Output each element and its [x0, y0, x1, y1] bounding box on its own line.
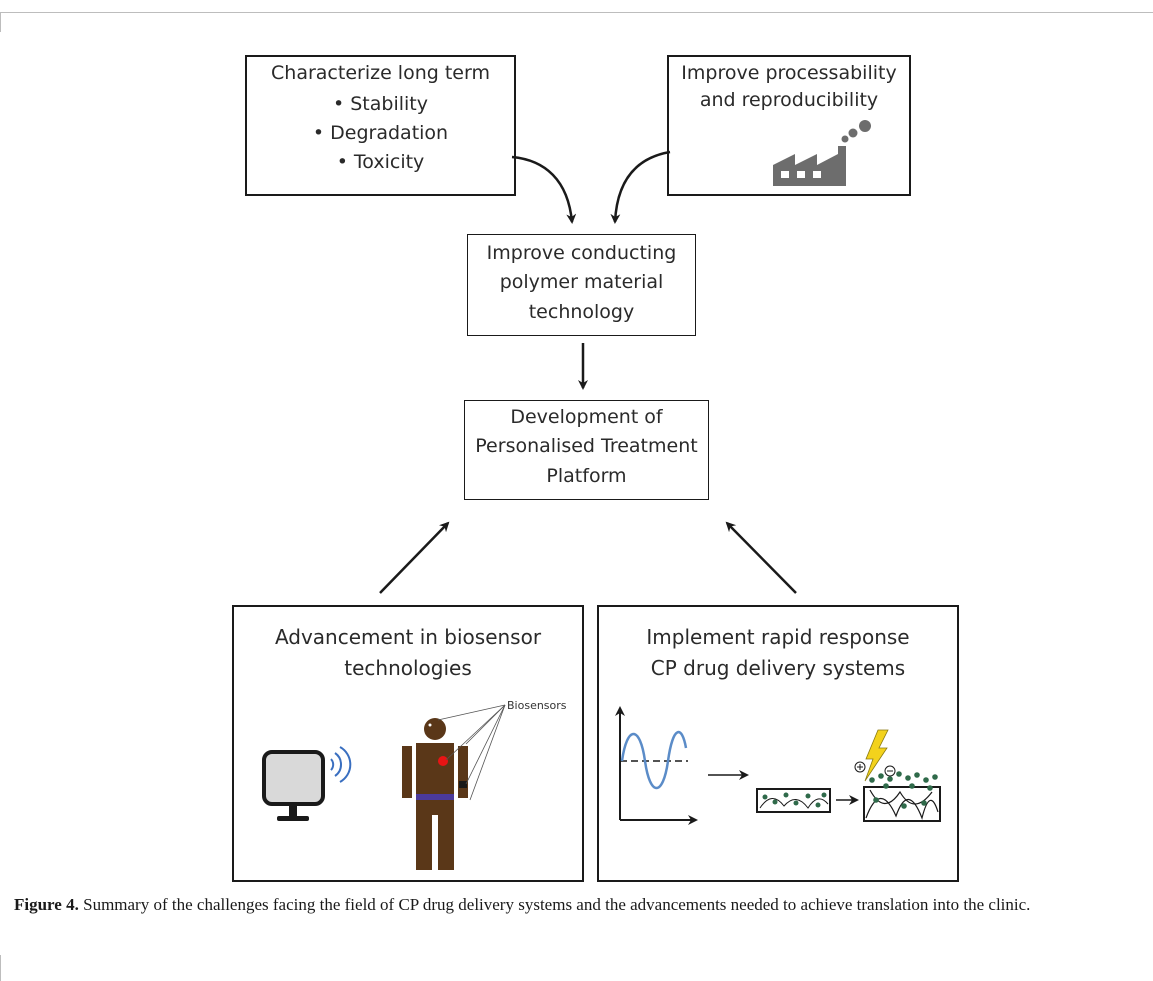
platform-line-3: Platform — [546, 465, 627, 487]
figure-frame-left — [0, 12, 1, 32]
arrow-characterize-to-conducting — [511, 155, 577, 224]
characterize-item-degradation: • Degradation — [312, 122, 449, 144]
sine-wave — [620, 730, 688, 790]
characterize-box — [245, 55, 516, 196]
drug-delivery-box — [597, 605, 959, 882]
factory-icon — [773, 120, 871, 186]
biosensor-line-1: Advancement in biosensor — [274, 625, 542, 649]
monitor-icon — [262, 750, 325, 821]
platform-box — [464, 400, 709, 500]
characterize-item-toxicity: • Toxicity — [336, 151, 425, 173]
conducting-line-2: polymer material — [499, 271, 664, 293]
conducting-line-1: Improve conducting — [486, 242, 677, 264]
lightning-bolt-icon — [864, 729, 889, 782]
negative-charge-icon — [884, 765, 896, 777]
platform-line-2: Personalised Treatment — [475, 435, 698, 457]
processability-line-2: and reproducibility — [699, 89, 879, 111]
delivery-line-1: Implement rapid response — [646, 625, 910, 649]
characterize-item-stability: • Stability — [333, 93, 428, 115]
biosensor-line-2: technologies — [344, 656, 472, 680]
figure-frame-left-lower — [0, 955, 1, 981]
conducting-line-3: technology — [528, 301, 635, 323]
stimulation-graph — [615, 706, 698, 825]
platform-line-1: Development of — [510, 406, 663, 428]
human-body-icon — [402, 718, 468, 870]
figure-caption: Figure 4. Summary of the challenges faci… — [14, 894, 1074, 915]
polymer-loaded-icon — [756, 788, 831, 813]
biosensor-leader-lines — [437, 704, 506, 801]
conducting-polymer-box — [467, 234, 696, 336]
delivery-line-2: CP drug delivery systems — [650, 656, 906, 680]
figure-caption-text: Summary of the challenges facing the fie… — [78, 895, 1031, 914]
processability-line-1: Improve processability — [681, 62, 897, 84]
figure-caption-label: Figure 4. — [14, 895, 79, 914]
polymer-release-icon — [863, 771, 941, 822]
arrow-processability-to-conducting — [610, 150, 671, 224]
biosensor-box — [232, 605, 584, 882]
wireless-signal-icon — [330, 746, 352, 783]
arrow-biosensor-to-platform — [379, 521, 450, 594]
arrow-delivery-to-platform — [725, 521, 797, 594]
biosensors-annotation: Biosensors — [507, 699, 567, 712]
characterize-title: Characterize long term — [271, 62, 490, 84]
figure-frame-top — [0, 12, 1153, 13]
positive-charge-icon — [854, 761, 866, 773]
